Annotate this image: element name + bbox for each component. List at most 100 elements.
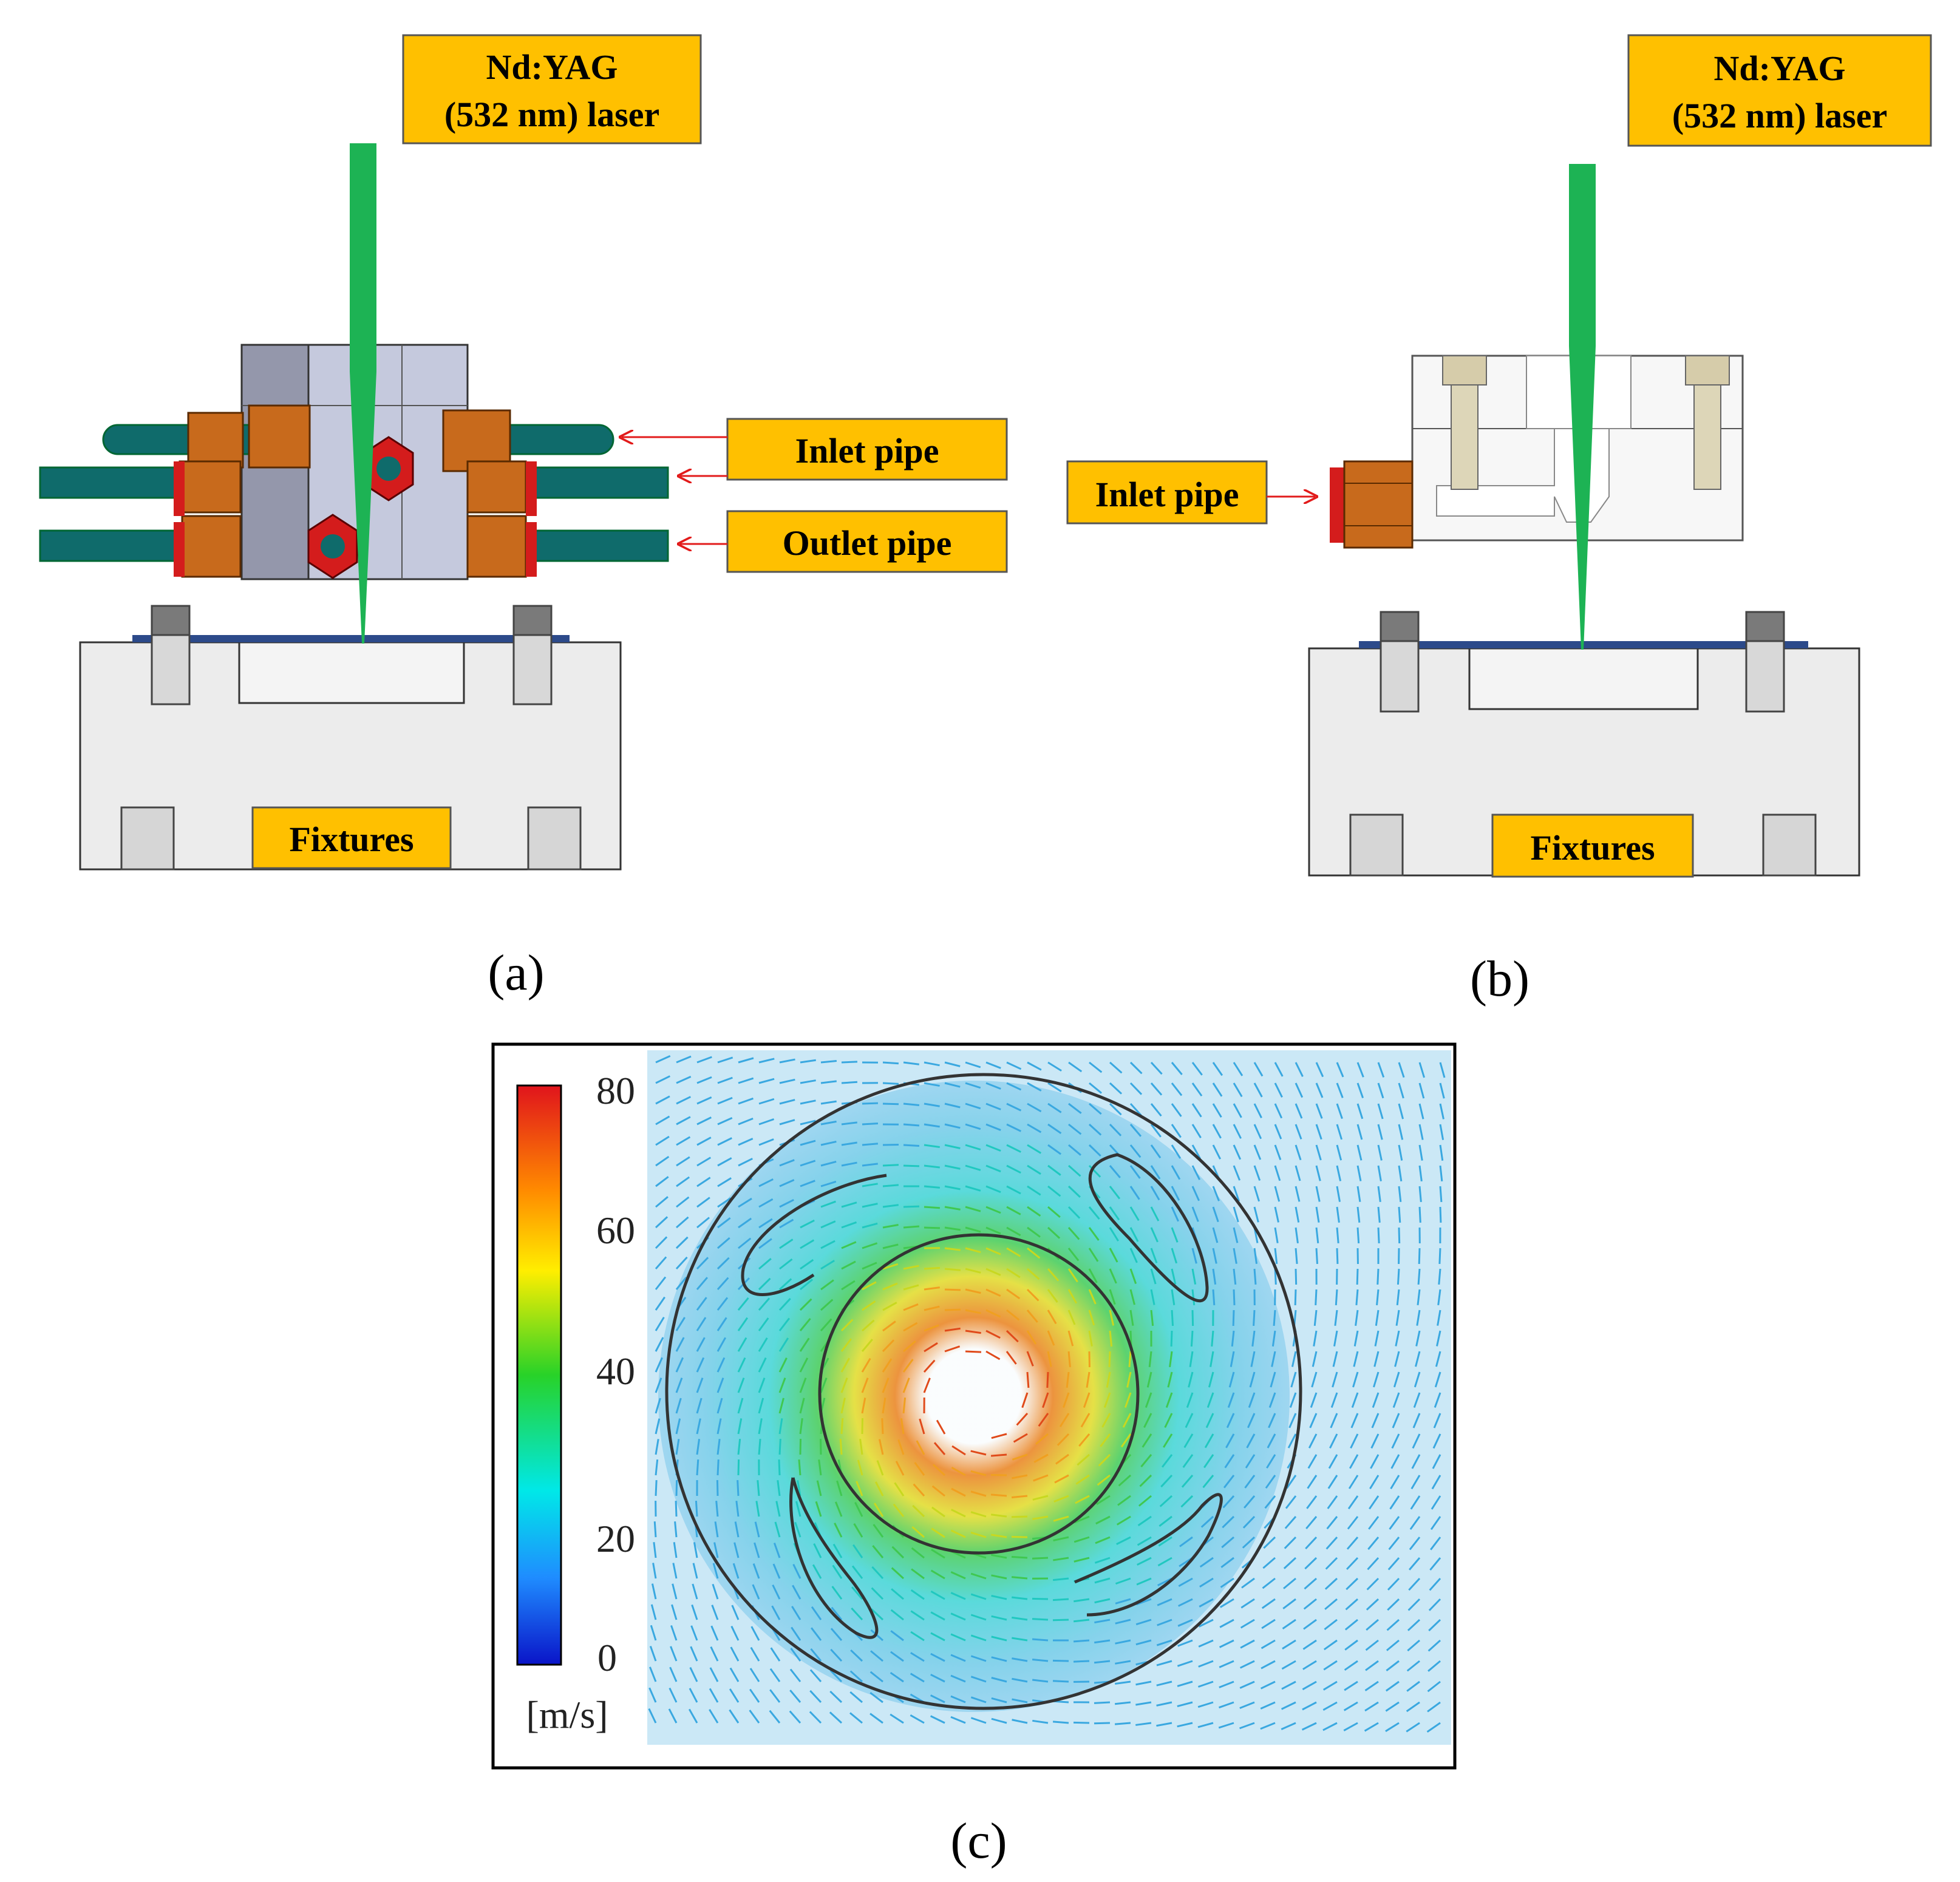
gasket-a-4 bbox=[526, 522, 537, 577]
velocity-vector bbox=[1129, 1082, 1143, 1095]
velocity-vector bbox=[1145, 1392, 1152, 1408]
velocity-vector bbox=[779, 1198, 794, 1208]
velocity-vector bbox=[1157, 1557, 1172, 1567]
panel-b: Nd:YAG (532 nm) laser Inlet pipe Fixture… bbox=[1066, 34, 1932, 1007]
velocity-vector bbox=[820, 1299, 834, 1311]
velocity-vector bbox=[1355, 1289, 1359, 1306]
velocity-vector bbox=[1097, 1474, 1111, 1486]
velocity-vector bbox=[1053, 1515, 1069, 1522]
velocity-vector bbox=[840, 1338, 852, 1352]
nut-a-3 bbox=[179, 460, 242, 514]
velocity-vector bbox=[930, 1694, 945, 1704]
fixture-foot-a-1 bbox=[120, 806, 175, 871]
velocity-vector bbox=[985, 1330, 1001, 1339]
velocity-vector bbox=[970, 1655, 987, 1662]
velocity-vector bbox=[1248, 1392, 1256, 1408]
velocity-vector bbox=[1244, 1495, 1256, 1509]
velocity-vector bbox=[1239, 1701, 1255, 1710]
velocity-vector bbox=[991, 1677, 1007, 1683]
laser-label-a-line1: Nd:YAG bbox=[486, 47, 618, 87]
velocity-vector bbox=[750, 1646, 760, 1662]
velocity-vector bbox=[1261, 1619, 1276, 1629]
velocity-vector bbox=[1356, 1186, 1361, 1202]
velocity-vector bbox=[1282, 1598, 1296, 1609]
velocity-vector bbox=[1157, 1619, 1172, 1626]
panel-c: 80 60 40 20 0 [m/s] (c) bbox=[491, 1042, 1457, 1869]
velocity-vector bbox=[1240, 1598, 1255, 1609]
velocity-vector bbox=[1233, 1103, 1242, 1118]
velocity-vector bbox=[1129, 1206, 1140, 1221]
velocity-vector bbox=[1088, 1164, 1101, 1178]
velocity-vector bbox=[840, 1319, 854, 1332]
velocity-vector bbox=[737, 1317, 749, 1331]
velocity-vector bbox=[1012, 1474, 1028, 1479]
velocity-vector bbox=[965, 1330, 981, 1334]
fixtures-label-a: Fixtures bbox=[251, 806, 452, 869]
velocity-vector bbox=[1356, 1227, 1360, 1244]
velocity-vector bbox=[871, 1587, 884, 1600]
velocity-vector bbox=[1109, 1102, 1122, 1116]
velocity-vector bbox=[1074, 1536, 1090, 1543]
velocity-vector bbox=[1315, 1248, 1318, 1265]
velocity-vector bbox=[890, 1713, 904, 1724]
velocity-vector bbox=[1006, 1123, 1022, 1132]
velocity-vector bbox=[1356, 1124, 1363, 1140]
velocity-vector bbox=[1270, 1371, 1276, 1388]
velocity-vector bbox=[696, 1297, 707, 1311]
fixtures-label-b-text: Fixtures bbox=[1530, 828, 1655, 868]
velocity-vector bbox=[1163, 1433, 1173, 1448]
velocity-vector bbox=[1294, 1289, 1297, 1306]
velocity-vector bbox=[670, 1646, 678, 1662]
velocity-vector bbox=[840, 1398, 846, 1414]
velocity-vector bbox=[829, 1690, 843, 1704]
velocity-vector bbox=[1088, 1268, 1098, 1283]
velocity-vector bbox=[985, 1164, 1001, 1173]
velocity-vector bbox=[944, 1247, 961, 1251]
velocity-vector bbox=[816, 1480, 822, 1496]
velocity-vector bbox=[1274, 1206, 1279, 1223]
velocity-vector bbox=[1211, 1330, 1214, 1347]
velocity-vector bbox=[985, 1123, 1001, 1131]
velocity-vector bbox=[1328, 1454, 1338, 1469]
velocity-vector bbox=[1129, 1310, 1134, 1326]
velocity-vector bbox=[1336, 1062, 1344, 1078]
velocity-vector bbox=[1096, 1495, 1111, 1506]
colorbar-tick-40: 40 bbox=[596, 1350, 635, 1393]
velocity-vector bbox=[1129, 1061, 1143, 1075]
velocity-vector bbox=[1032, 1618, 1049, 1621]
velocity-vector bbox=[1197, 1680, 1214, 1688]
velocity-vector bbox=[1171, 1268, 1177, 1285]
velocity-vector bbox=[716, 1378, 724, 1393]
velocity-vector bbox=[1088, 1144, 1101, 1157]
velocity-vector bbox=[1391, 1433, 1400, 1449]
velocity-vector bbox=[1395, 1330, 1400, 1347]
velocity-vector bbox=[1369, 1475, 1380, 1489]
velocity-vector bbox=[1377, 1062, 1385, 1078]
velocity-vector bbox=[840, 1418, 844, 1435]
velocity-vector bbox=[1012, 1453, 1028, 1461]
velocity-vector bbox=[692, 1563, 698, 1579]
velocity-vector bbox=[1129, 1165, 1141, 1179]
velocity-vector bbox=[1140, 1454, 1152, 1468]
velocity-vector bbox=[778, 1378, 786, 1393]
velocity-vector bbox=[696, 1257, 709, 1270]
velocity-vector bbox=[798, 1459, 801, 1476]
velocity-vector bbox=[1026, 1371, 1030, 1388]
velocity-vector bbox=[670, 1625, 678, 1641]
hex-nut-a-2-hole bbox=[321, 534, 345, 559]
velocity-vector bbox=[655, 1337, 664, 1352]
velocity-vector bbox=[1156, 1639, 1172, 1646]
velocity-vector bbox=[1336, 1206, 1340, 1223]
velocity-vector bbox=[715, 1500, 719, 1517]
velocity-vector bbox=[1159, 1515, 1172, 1527]
velocity-vector bbox=[1142, 1433, 1152, 1448]
velocity-vector bbox=[648, 1708, 657, 1724]
velocity-vector bbox=[924, 1185, 941, 1189]
inlet-label-b: Inlet pipe bbox=[1066, 460, 1268, 525]
velocity-vector bbox=[1212, 1103, 1222, 1118]
velocity-vector bbox=[903, 1322, 918, 1332]
velocity-vector bbox=[1052, 1721, 1069, 1724]
velocity-vector bbox=[1156, 1660, 1172, 1666]
velocity-vector bbox=[1325, 1536, 1338, 1550]
velocity-vector bbox=[1053, 1536, 1069, 1541]
